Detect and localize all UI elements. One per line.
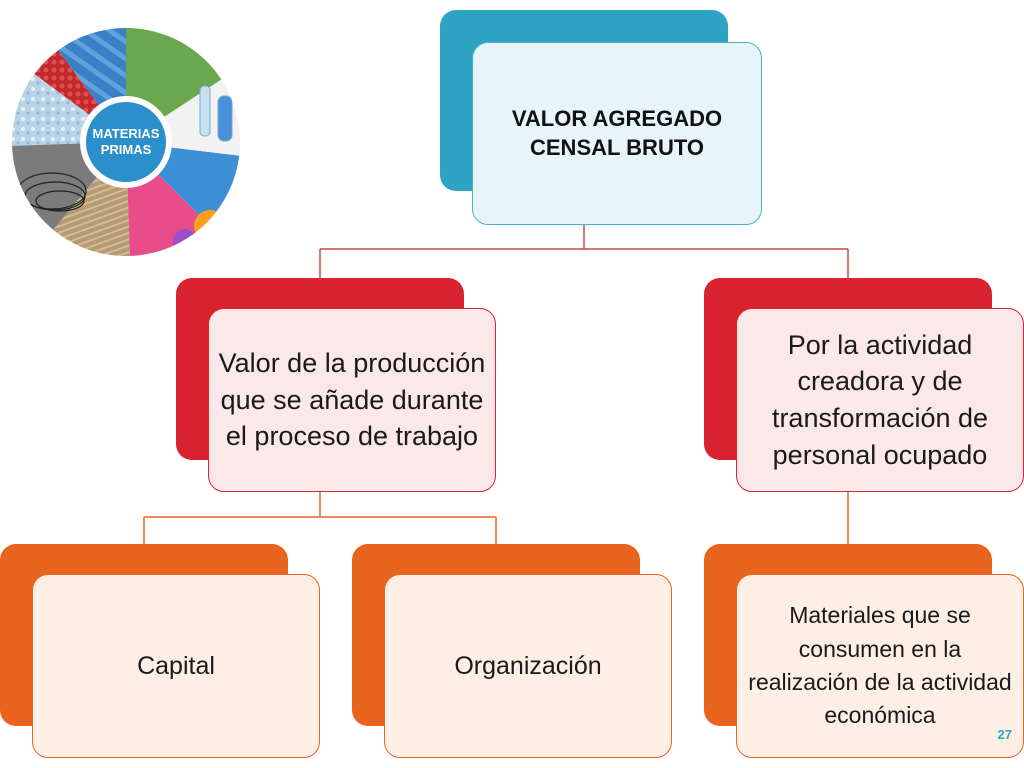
capital-node-label: Capital (137, 651, 215, 680)
root-node-label: VALOR AGREGADO CENSAL BRUTO (511, 105, 723, 160)
left-connector (143, 492, 497, 544)
raw-materials-badge-line1: MATERIAS (93, 126, 160, 141)
slide-number: 27 (997, 727, 1012, 742)
capital-node-box: Capital (32, 574, 320, 758)
organization-node-box: Organización (384, 574, 672, 758)
creative-activity-node: Por la actividad creadora y de transform… (704, 278, 1024, 492)
raw-materials-badge-line2: PRIMAS (101, 142, 152, 157)
creative-activity-node-label: Por la actividad creadora y de transform… (771, 329, 989, 470)
organization-node-label: Organización (454, 651, 602, 680)
organization-node: Organización (352, 544, 674, 758)
production-value-node-box: Valor de la producción que se añade dura… (208, 308, 496, 492)
production-value-node: Valor de la producción que se añade dura… (176, 278, 496, 492)
creative-activity-node-box: Por la actividad creadora y de transform… (736, 308, 1024, 492)
materials-node-label: Materiales que se consumen en la realiza… (748, 602, 1012, 729)
root-node: VALOR AGREGADO CENSAL BRUTO (440, 10, 762, 225)
root-node-box: VALOR AGREGADO CENSAL BRUTO (472, 42, 762, 225)
capital-node: Capital (0, 544, 322, 758)
raw-materials-image: MATERIAS PRIMAS (12, 28, 240, 256)
materials-node: Materiales que se consumen en la realiza… (704, 544, 1024, 758)
materials-node-box: Materiales que se consumen en la realiza… (736, 574, 1024, 758)
production-value-node-label: Valor de la producción que se añade dura… (218, 347, 486, 452)
